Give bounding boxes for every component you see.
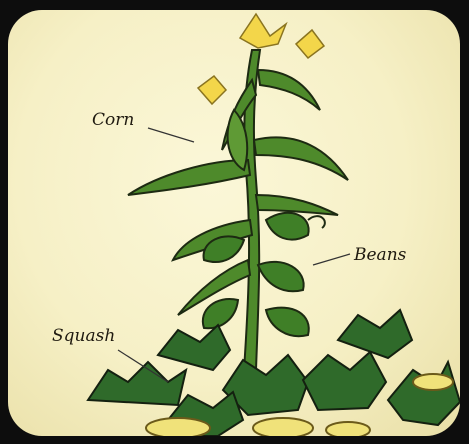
corn-leaf: [128, 160, 250, 195]
illustration-card: Corn Beans Squash: [8, 10, 460, 436]
tassel: [296, 30, 324, 58]
bean-leaf: [258, 262, 304, 291]
squash-plant: [88, 310, 460, 436]
three-sisters-illustration: [8, 10, 460, 436]
label-corn: Corn: [92, 110, 134, 130]
corn-plant: [128, 50, 348, 370]
corn-leader: [148, 128, 194, 142]
corn-leaf: [256, 195, 338, 215]
bean-leaf: [266, 308, 309, 337]
beans-leader: [313, 254, 350, 265]
squash-leaf: [303, 352, 386, 410]
tassel: [240, 14, 286, 48]
squash-fruit: [253, 418, 313, 436]
squash-fruit: [413, 374, 453, 390]
squash-leaf: [88, 362, 186, 405]
corn-leaf: [254, 137, 348, 180]
corn-leaf: [258, 70, 320, 110]
squash-fruit: [146, 418, 210, 436]
squash-leaf: [388, 362, 460, 425]
squash-leaf: [338, 310, 412, 358]
label-beans: Beans: [354, 245, 406, 265]
label-squash: Squash: [52, 326, 115, 346]
squash-leaf: [158, 325, 230, 370]
squash-fruit: [326, 422, 370, 436]
bean-tendril: [308, 216, 325, 228]
bean-leaf: [266, 213, 309, 240]
tassel: [198, 76, 226, 104]
bean-leaf: [203, 299, 238, 328]
